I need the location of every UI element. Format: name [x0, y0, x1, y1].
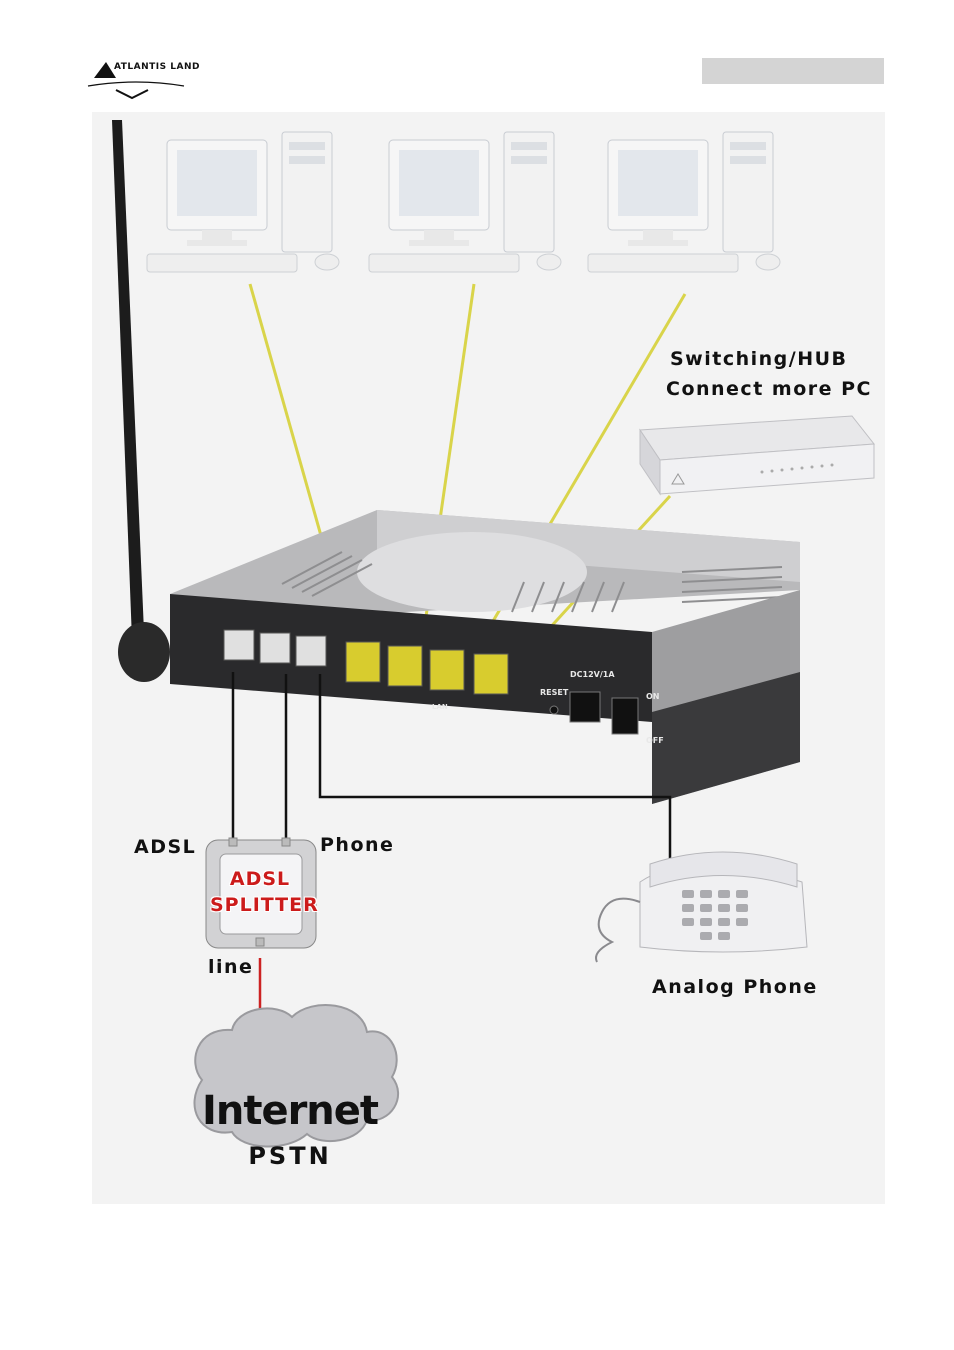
adsl-label: ADSL	[134, 836, 196, 858]
diagram-panel	[92, 112, 885, 1204]
line-label: line	[208, 956, 253, 978]
hub-label-line2: Connect more PC	[666, 378, 872, 400]
analog-phone-label: Analog Phone	[652, 976, 818, 998]
telephone-icon	[596, 852, 807, 962]
reset-label: RESET	[540, 688, 568, 697]
pc-icon	[147, 132, 339, 272]
splitter-label-line2: SPLITTER	[210, 894, 310, 916]
logo-text: ATLANTIS LAND	[114, 62, 200, 72]
internet-label: Internet	[190, 1088, 390, 1134]
phone-label: Phone	[320, 834, 394, 856]
dc-label: DC12V/1A	[570, 670, 615, 679]
header-bar	[702, 58, 884, 84]
splitter-icon	[206, 838, 316, 948]
network-diagram	[92, 112, 885, 1204]
antenna-icon	[112, 120, 170, 682]
pc-icon	[588, 132, 780, 272]
pc-icon	[369, 132, 561, 272]
router-icon	[170, 510, 800, 804]
pstn-label: PSTN	[190, 1142, 390, 1170]
on-label: ON	[646, 692, 660, 701]
hub-label-line1: Switching/HUB	[670, 348, 848, 370]
hub-icon	[640, 416, 874, 494]
off-label: OFF	[646, 736, 664, 745]
lan-label: LAN	[432, 703, 448, 711]
splitter-label-line1: ADSL	[210, 868, 310, 890]
